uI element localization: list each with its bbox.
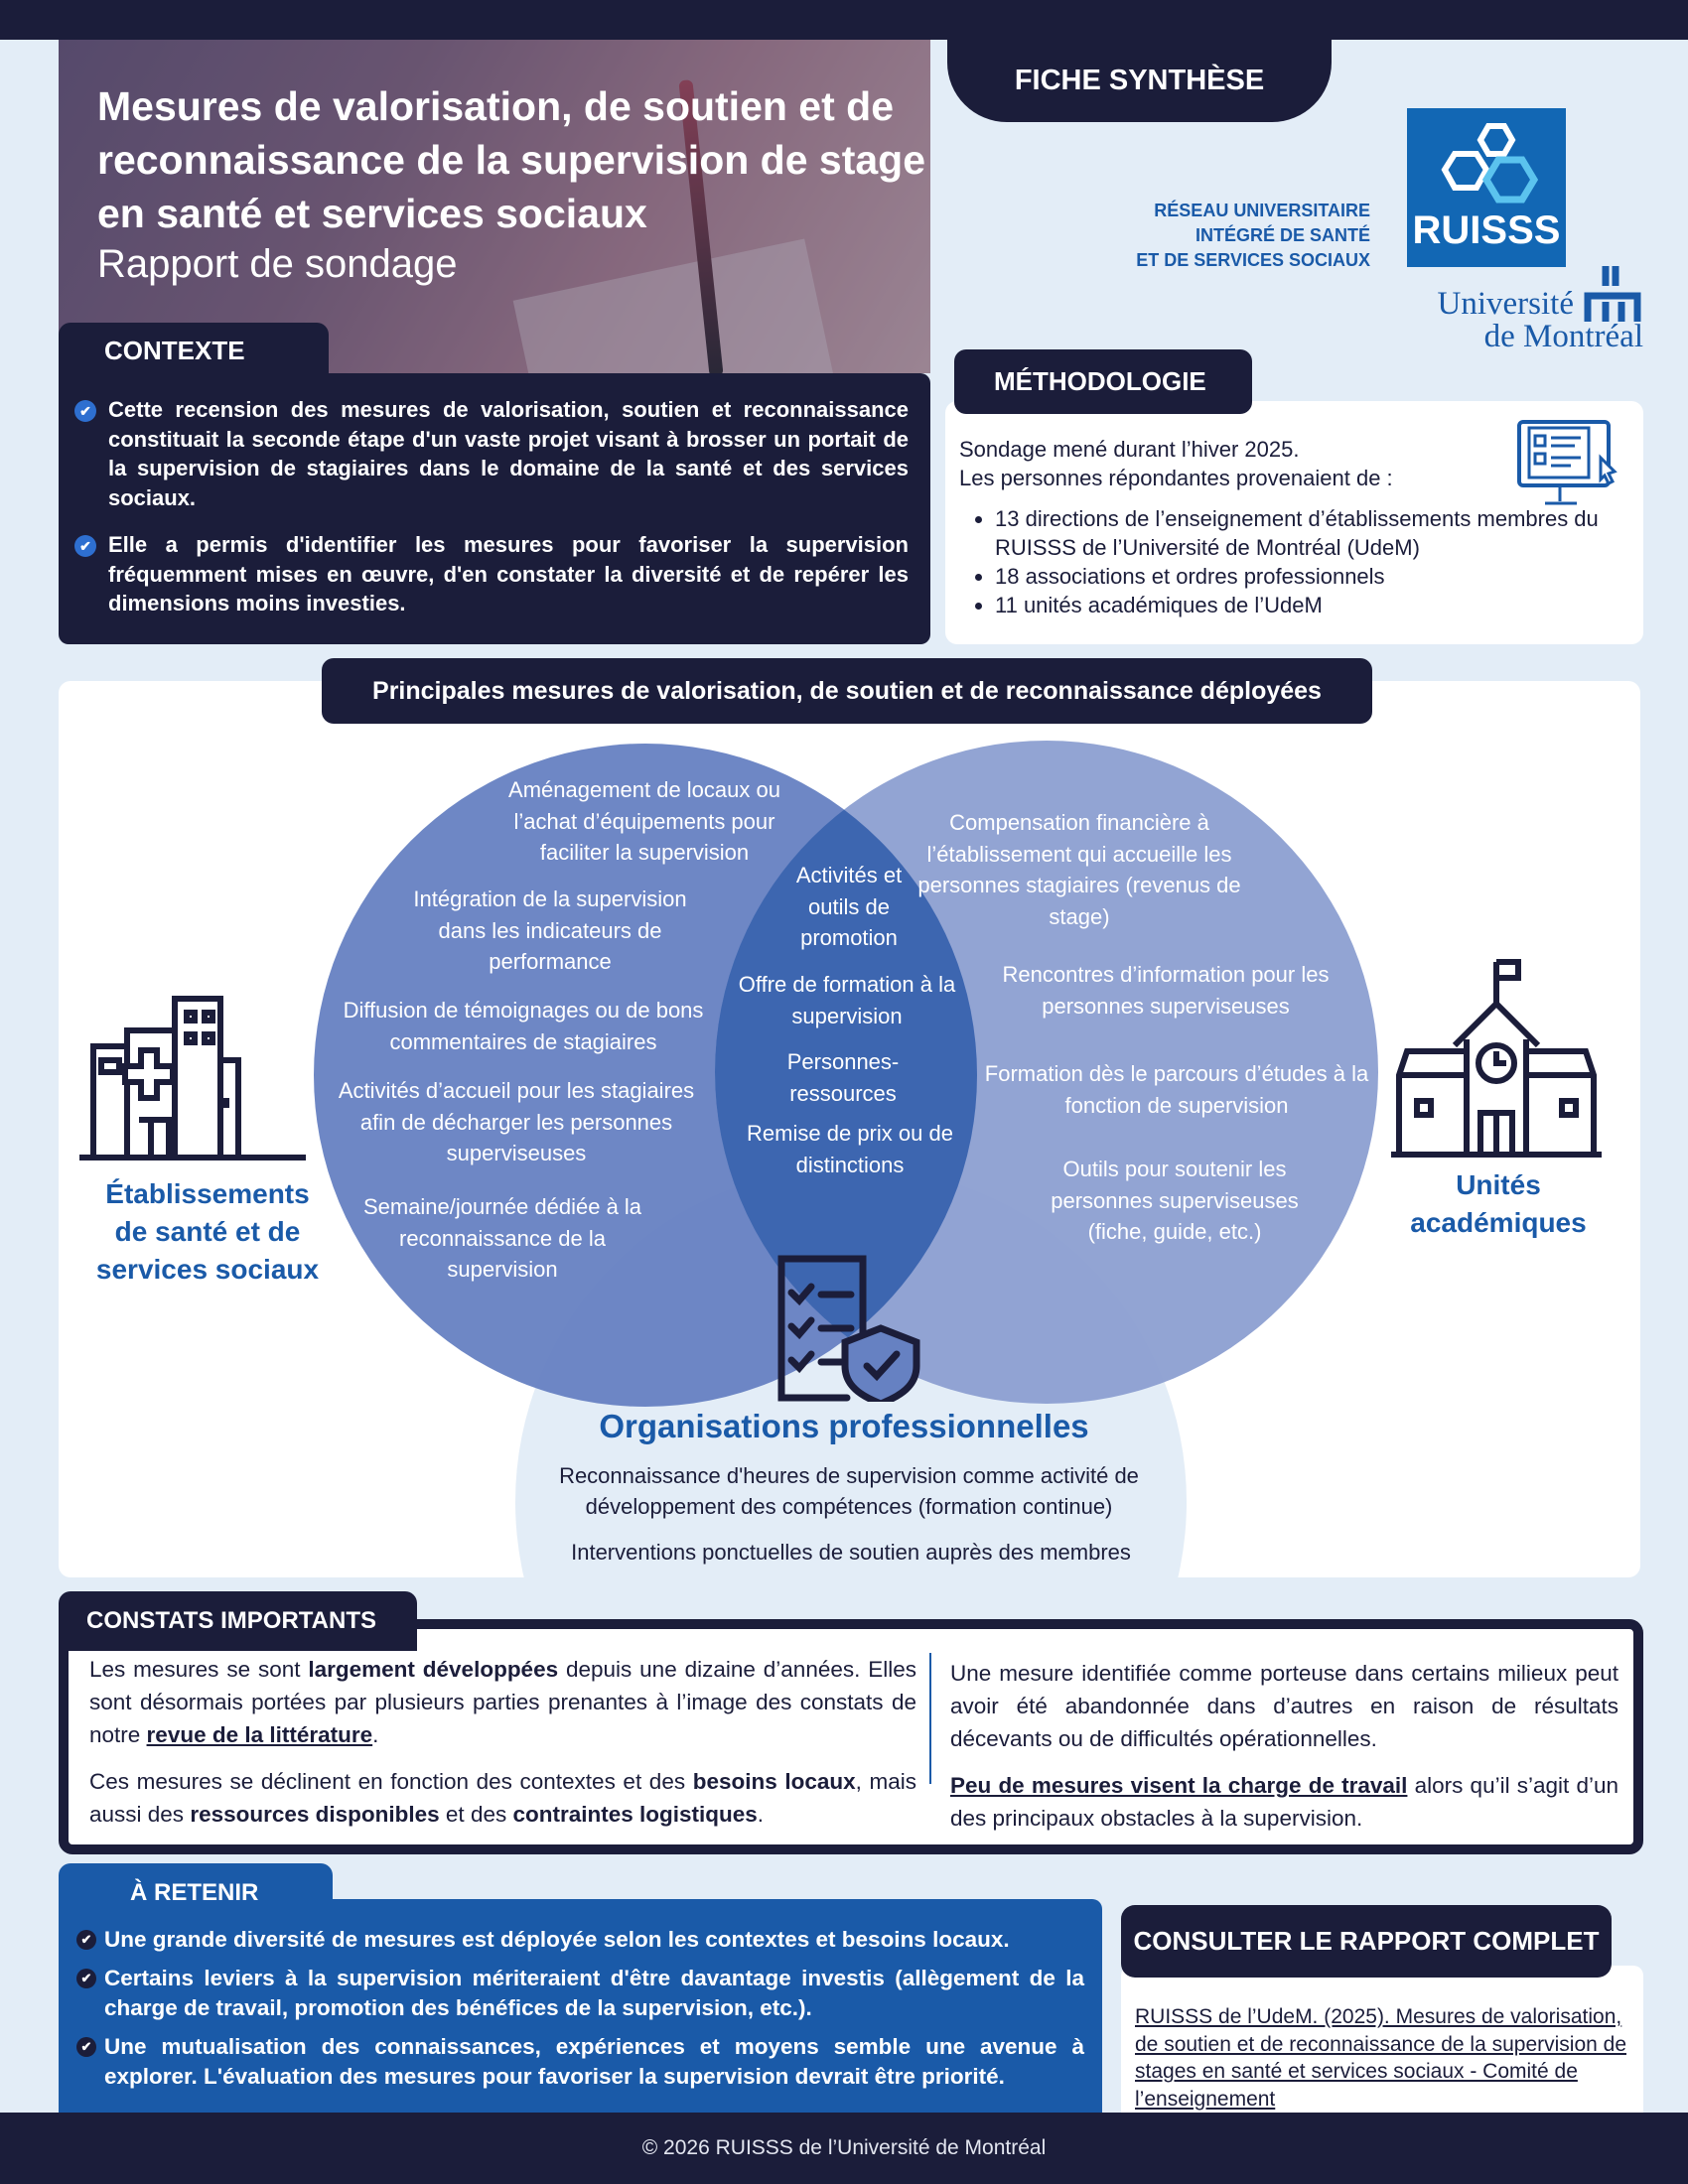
emphasis: largement développées xyxy=(308,1657,559,1682)
page-subtitle: Rapport de sondage xyxy=(97,242,458,286)
methodologie-intro: Sondage mené durant l’hiver 2025. xyxy=(959,437,1300,462)
constats-right: Une mesure identifiée comme porteuse dan… xyxy=(950,1657,1618,1848)
constats-tab: CONSTATS IMPORTANTS xyxy=(59,1591,417,1651)
emphasis: contraintes logistiques xyxy=(512,1802,758,1827)
contexte-item: ✔ Cette recension des mesures de valorisa… xyxy=(74,395,909,512)
venn-item: Activités d’accueil pour les stagiaires … xyxy=(338,1078,695,1165)
copyright: © 2026 RUISSS de l’Université de Montréa… xyxy=(641,2136,1047,2159)
network-line: RÉSEAU UNIVERSITAIRE xyxy=(1154,201,1370,220)
venn-item: Diffusion de témoignages ou de bons comm… xyxy=(343,998,704,1054)
page-title: Mesures de valorisation, de soutien et d… xyxy=(97,83,926,236)
unites-label: Unités académiques xyxy=(1410,1169,1587,1238)
venn-intersection xyxy=(715,744,977,1404)
survey-computer-icon xyxy=(1517,420,1618,505)
top-bar xyxy=(0,0,1688,40)
venn-common-item: Offre de formation à la supervision xyxy=(738,972,956,1028)
venn-item: Rencontres d’information pour les person… xyxy=(1002,962,1330,1019)
text: Ces mesures se déclinent en fonction des… xyxy=(89,1769,693,1794)
retenir-text: Une grande diversité de mesures est dépl… xyxy=(104,1927,1010,1952)
venn-title: Principales mesures de valorisation, de … xyxy=(322,658,1372,724)
contexte-panel: ✔ Cette recension des mesures de valorisa… xyxy=(59,373,930,644)
venn-item: Semaine/journée dédiée à la reconnaissan… xyxy=(362,1194,642,1282)
retenir-item: ✔ Une grande diversité de mesures est dép… xyxy=(76,1925,1084,1955)
udem-line: de Montréal xyxy=(1483,319,1643,354)
rapport-panel: RUISSS de l’UdeM. (2025). Mesures de val… xyxy=(1121,1966,1643,2113)
emphasis: besoins locaux xyxy=(692,1769,856,1794)
contexte-text: Elle a permis d'identifier les mesures p… xyxy=(108,532,909,615)
network-name: RÉSEAU UNIVERSITAIRE INTÉGRÉ DE SANTÉ ET… xyxy=(1072,199,1370,273)
udem-emblem-icon xyxy=(1584,266,1641,322)
checklist-shield-icon xyxy=(777,1255,920,1402)
retenir-tab: À RETENIR xyxy=(59,1863,333,1913)
organisations-item: Interventions ponctuelles de soutien aup… xyxy=(571,1540,1131,1565)
text: . xyxy=(372,1722,379,1747)
venn-common-item: Remise de prix ou de distinctions xyxy=(747,1121,953,1177)
retenir-panel: ✔ Une grande diversité de mesures est dép… xyxy=(59,1899,1102,2113)
venn-item: Compensation financière à l’établissemen… xyxy=(917,810,1241,929)
emphasis: ressources disponibles xyxy=(190,1802,440,1827)
venn-item: Formation dès le parcours d’études à la … xyxy=(984,1061,1369,1118)
text: Les mesures se sont xyxy=(89,1657,309,1682)
retenir-item: ✔ Une mutualisation des connaissances, ex… xyxy=(76,2032,1084,2092)
retenir-item: ✔ Certains leviers à la supervision mérit… xyxy=(76,1964,1084,2023)
organisations-label: Organisations professionnelles xyxy=(599,1408,1089,1444)
footer: © 2026 RUISSS de l’Université de Montréa… xyxy=(0,2113,1688,2184)
constats-paragraph: Une mesure identifiée comme porteuse dan… xyxy=(950,1661,1618,1751)
contexte-text: Cette recension des mesures de valorisat… xyxy=(108,397,909,510)
constats-paragraph: Peu de mesures visent la charge de trava… xyxy=(950,1769,1618,1835)
methodologie-tab: MÉTHODOLOGIE xyxy=(954,349,1252,414)
retenir-text: Certains leviers à la supervision mérite… xyxy=(104,1966,1084,2020)
school-building-icon xyxy=(1391,959,1602,1158)
workload-link[interactable]: Peu de mesures visent la charge de trava… xyxy=(950,1773,1408,1798)
contexte-tab: CONTEXTE xyxy=(59,323,329,378)
ruisss-logo: RUISSS xyxy=(1407,108,1566,267)
network-line: ET DE SERVICES SOCIAUX xyxy=(1136,250,1370,270)
venn-item: Outils pour soutenir les personnes super… xyxy=(1051,1157,1299,1244)
venn-item: Intégration de la supervision dans les i… xyxy=(413,887,687,974)
constats-paragraph: Ces mesures se déclinent en fonction des… xyxy=(89,1765,916,1831)
text: alors qu’il s’agit d’un des principaux o… xyxy=(950,1773,1618,1831)
udem-logo: Université de Montréal xyxy=(1390,266,1643,354)
check-icon: ✔ xyxy=(76,1930,96,1950)
rapport-title: CONSULTER LE RAPPORT COMPLET xyxy=(1121,1905,1612,1978)
retenir-text: Une mutualisation des connaissances, exp… xyxy=(104,2034,1084,2089)
literature-review-link[interactable]: revue de la littérature xyxy=(146,1722,373,1747)
text: , mais aussi des xyxy=(89,1769,916,1827)
contexte-item: ✔ Elle a permis d'identifier les mesures … xyxy=(74,530,909,618)
hospital-building-icon xyxy=(79,996,306,1160)
udem-line: Université xyxy=(1437,286,1574,322)
check-icon: ✔ xyxy=(76,1969,96,1988)
column-divider xyxy=(929,1653,931,1784)
check-icon: ✔ xyxy=(74,535,96,557)
rapport-link[interactable]: RUISSS de l’UdeM. (2025). Mesures de val… xyxy=(1135,2005,1626,2111)
text: depuis une dizaine d’années. Elles sont … xyxy=(89,1657,917,1747)
fiche-synthese-badge: FICHE SYNTHÈSE xyxy=(947,40,1332,122)
text: . xyxy=(757,1802,765,1827)
venn-diagram xyxy=(314,741,1378,1577)
network-line: INTÉGRÉ DE SANTÉ xyxy=(1195,225,1370,245)
hexagon-logo-icon xyxy=(1441,123,1539,204)
methodologie-intro: Les personnes répondantes provenaient de… xyxy=(959,466,1393,490)
constats-panel xyxy=(59,1619,1643,1854)
etablissements-label: Établissements de santé et de services s… xyxy=(95,1178,320,1285)
venn-common-item: Personnes-ressources xyxy=(786,1049,900,1106)
venn-panel xyxy=(59,681,1640,1577)
check-icon: ✔ xyxy=(74,400,96,422)
methodologie-item: 18 associations et ordres professionnels xyxy=(995,562,1643,591)
methodologie-item: 13 directions de l’enseignement d’établi… xyxy=(995,504,1643,562)
methodologie-item: 11 unités académiques de l’UdeM xyxy=(995,591,1643,619)
constats-paragraph: Les mesures se sont largement développée… xyxy=(89,1653,916,1751)
venn-item: Aménagement de locaux ou l’achat d’équip… xyxy=(508,777,780,865)
hero-image xyxy=(59,40,930,373)
constats-left: Les mesures se sont largement développée… xyxy=(89,1653,916,1844)
organisations-item: Reconnaissance d'heures de supervision c… xyxy=(559,1463,1139,1519)
venn-common-item: Activités et outils de promotion xyxy=(795,863,903,950)
methodologie-panel: Sondage mené durant l’hiver 2025. Les pe… xyxy=(945,401,1643,644)
check-icon: ✔ xyxy=(76,2037,96,2057)
text: et des xyxy=(439,1802,513,1827)
ruisss-wordmark: RUISSS xyxy=(1412,208,1561,252)
